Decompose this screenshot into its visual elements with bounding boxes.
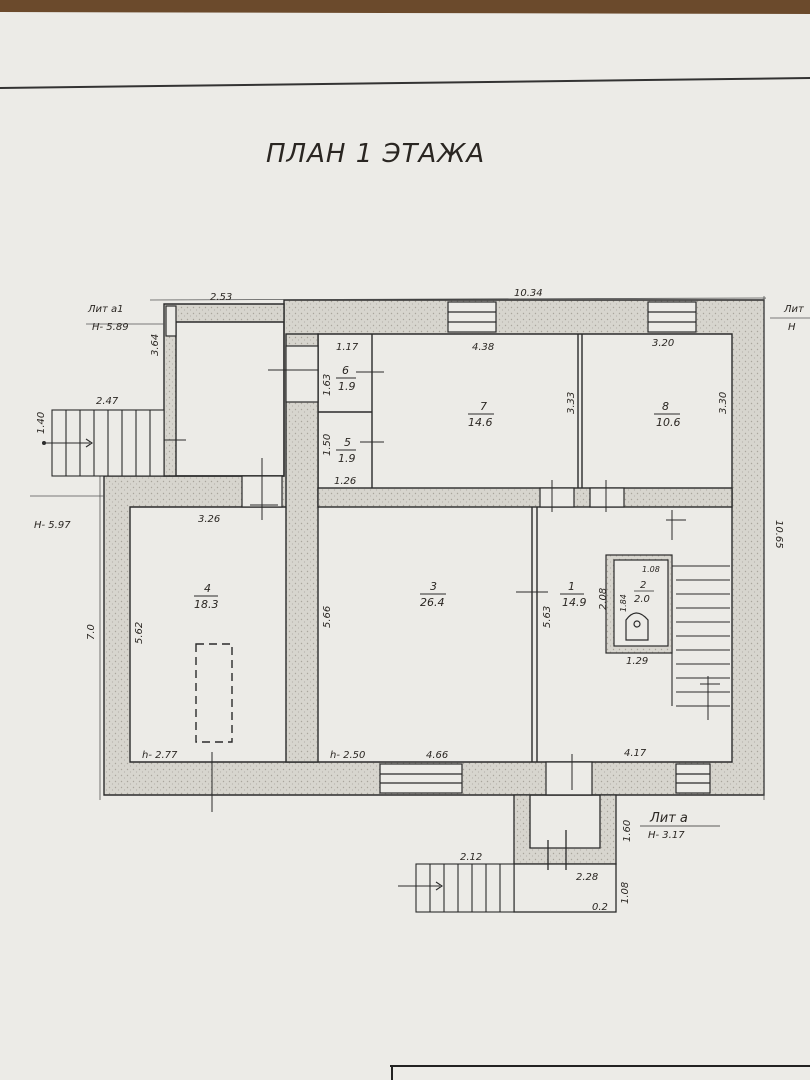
annex-a1-length: 2.53 — [210, 292, 232, 303]
annex-a-dim-a: 1.60 — [622, 820, 633, 842]
room-4-area: 18.3 — [194, 598, 219, 611]
annex-right-height: Н — [788, 322, 796, 333]
window-left-annex — [165, 305, 177, 337]
door-7-8-to-1 — [539, 487, 575, 508]
window-bottom-2 — [675, 763, 711, 794]
overall-width: 10.65 — [773, 520, 784, 549]
room-5-width: 1.26 — [334, 476, 356, 487]
annex-a-dim-e: 0.2 — [592, 902, 608, 913]
annex-a-label: Лит а — [649, 811, 688, 826]
room-2-number: 2 — [640, 580, 646, 591]
room-1-length: 5.63 — [542, 606, 553, 628]
room-7-length: 3.33 — [566, 392, 577, 414]
room-2-area: 2.0 — [634, 594, 650, 605]
windows — [165, 301, 711, 794]
partitions — [318, 334, 583, 762]
annex-right-label: Лит — [783, 304, 805, 315]
annex-a — [513, 794, 617, 913]
annex-a-height: Н- 3.17 — [648, 830, 685, 841]
window-top-2 — [647, 301, 697, 333]
annex-a1-depth: 3.64 — [150, 334, 161, 356]
room-2-length: 1.84 — [619, 594, 628, 612]
door-entrance — [545, 761, 593, 796]
window-top-1 — [447, 301, 497, 333]
annex-a1-height: Н- 5.89 — [92, 322, 129, 333]
sheet-border-line — [0, 77, 810, 89]
door-ticks — [150, 369, 720, 812]
overall-length: 10.34 — [514, 288, 543, 299]
room-3-length: 5.66 — [322, 606, 333, 628]
room-4-width: 3.26 — [198, 514, 220, 525]
main-height: Н- 5.97 — [34, 520, 71, 531]
annex-a-dim-c: 2.28 — [576, 872, 598, 883]
room-7-width: 4.38 — [472, 342, 494, 353]
interior-stairs — [671, 565, 730, 707]
toilet-icon — [625, 612, 649, 641]
door-1-stair — [589, 487, 625, 508]
annex-a-dim-d: 1.08 — [620, 882, 631, 904]
room-6-number: 6 — [342, 364, 349, 377]
dimension-lines — [30, 296, 810, 800]
room-7-number: 7 — [480, 400, 487, 413]
room-4-ceiling: h- 2.77 — [142, 750, 178, 761]
room-6-area: 1.9 — [338, 380, 356, 393]
room-5-number: 5 — [344, 436, 351, 449]
plan-title: ПЛАН 1 ЭТАЖА — [266, 139, 485, 169]
room-1-number: 1 — [568, 580, 575, 593]
interior-wall-v1 — [285, 333, 319, 763]
doors — [241, 345, 625, 796]
room-3-number: 3 — [430, 580, 437, 593]
room-8-width: 3.20 — [652, 338, 674, 349]
room-6-width: 1.17 — [336, 342, 359, 353]
room-8-number: 8 — [662, 400, 669, 413]
room-3-width: 4.66 — [426, 750, 448, 761]
interior-wall-h1 — [317, 487, 733, 508]
window-bottom-1 — [379, 763, 463, 794]
room-3-ceiling: h- 2.50 — [330, 750, 365, 761]
room-1-area: 14.9 — [562, 596, 587, 609]
room-5-length: 1.50 — [322, 434, 333, 456]
room-5-area: 1.9 — [338, 452, 356, 465]
room-1-width: 4.17 — [624, 748, 647, 759]
bottom-stairs — [398, 863, 515, 913]
room-8-area: 10.6 — [656, 416, 681, 429]
annex-a-dim-b: 2.12 — [460, 852, 482, 863]
room-7-area: 14.6 — [468, 416, 493, 429]
room-2-outer-width: 1.29 — [626, 656, 648, 667]
steps-width: 2.47 — [96, 396, 119, 407]
room-2-niche — [605, 554, 673, 654]
overall-left-height: 7.0 — [86, 624, 97, 640]
labels: 10.34 10.65 7.0 Лит а1 Н- 5.89 2.53 3.64… — [34, 288, 805, 913]
door-a1-corridor — [285, 345, 319, 403]
pit-outline — [195, 643, 233, 743]
left-stairs — [42, 409, 165, 477]
room-6-length: 1.63 — [322, 374, 333, 396]
room-3-area: 26.4 — [420, 596, 445, 609]
walls — [103, 299, 765, 796]
room-4-number: 4 — [204, 582, 211, 595]
room-8-length: 3.30 — [718, 392, 729, 414]
room-2-width: 1.08 — [642, 565, 660, 574]
room-2-outer-length: 2.08 — [598, 588, 609, 610]
room-4-length: 5.62 — [134, 622, 145, 644]
annex-a1-label: Лит а1 — [87, 304, 124, 315]
steps-rise: 1.40 — [36, 412, 47, 434]
